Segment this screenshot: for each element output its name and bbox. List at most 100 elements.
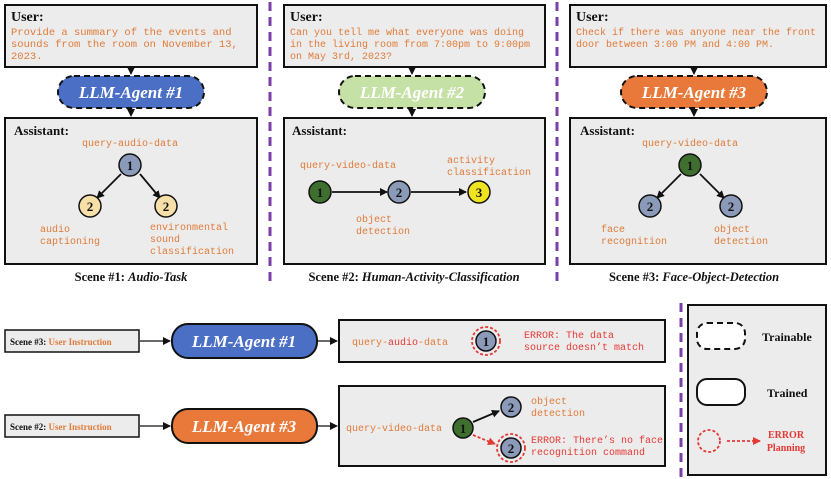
node-2-1-num: 1	[317, 185, 324, 200]
node-bottom-2-root	[452, 417, 474, 439]
agent-pill-bottom-2	[171, 408, 318, 444]
node-child-1a	[78, 194, 102, 218]
agent-label-bottom-1: LLM-Agent #1	[191, 332, 296, 351]
user-label-1: User:	[11, 10, 44, 25]
assistant-label-3: Assistant:	[580, 123, 635, 138]
node-child-3a	[638, 194, 662, 218]
user-text-1b: sounds from the room on November 13,	[11, 39, 238, 51]
user-box-3	[569, 4, 827, 68]
user-text-3a: Check if there was anyone near the front	[576, 27, 816, 39]
instruction-text-2: Scene #2: User Instruction	[10, 422, 112, 432]
child-1b-label-a: environmental	[150, 222, 228, 234]
scene-1: User: Provide a summary of the events an…	[4, 4, 258, 284]
node-child-1b	[154, 194, 178, 218]
edge-3-left	[656, 173, 682, 199]
node-2-3-label-a: activity	[447, 155, 495, 167]
edge-bottom-ok	[472, 410, 500, 423]
scene-caption-1: Scene #1: Audio-Task	[75, 270, 188, 284]
legend-error-label-a: ERROR	[768, 430, 805, 441]
node-2-1	[308, 180, 332, 204]
assistant-box-3	[569, 117, 827, 265]
node-child-1a-num: 2	[87, 199, 94, 214]
child-1a-label-a: audio	[40, 224, 70, 236]
error-ring-1	[471, 326, 501, 356]
query-label-bottom-1: query-audio-data	[352, 337, 448, 349]
user-text-2c: on May 3rd, 2023?	[290, 51, 392, 63]
node-2-2-num: 2	[396, 185, 403, 200]
ok-label-b: detection	[531, 408, 585, 420]
child-3b-label-b: detection	[714, 236, 768, 248]
agent-label-bottom-2: LLM-Agent #3	[191, 417, 297, 436]
node-2-2-label-a: object	[356, 214, 392, 226]
user-text-3b: door between 3:00 PM and 4:00 PM.	[576, 39, 774, 51]
agent-label-1: LLM-Agent #1	[78, 83, 183, 102]
user-text-2b: in the living room from 7:00pm to 9:00pm	[290, 39, 530, 51]
scene-2: User: Can you tell me what everyone was …	[283, 4, 546, 284]
error-ring-2	[496, 433, 526, 463]
agent-label-2: LLM-Agent #2	[359, 83, 465, 102]
root-label-3: query-video-data	[642, 138, 738, 150]
user-label-3: User:	[576, 10, 609, 25]
node-2-2	[387, 180, 411, 204]
node-child-3b	[719, 194, 743, 218]
assistant-box-1	[4, 117, 258, 265]
legend-trainable-label: Trainable	[762, 330, 812, 344]
legend: Trainable Trained ERROR Planning	[687, 304, 827, 476]
ok-label-a: object	[531, 396, 567, 408]
agent-pill-bottom-1	[171, 323, 318, 359]
node-root-3	[678, 153, 702, 177]
child-3a-label-b: recognition	[601, 236, 667, 248]
error-text-2b: recognition command	[531, 447, 645, 459]
edge-bottom-err	[472, 434, 496, 446]
legend-error-ring	[697, 429, 721, 453]
legend-trained-label: Trained	[767, 386, 808, 400]
node-child-3b-num: 2	[728, 199, 735, 214]
user-box-2	[283, 4, 546, 68]
node-bottom-2-err-num: 2	[508, 441, 515, 456]
user-text-1a: Provide a summary of the events and	[11, 27, 232, 39]
error-text-1b: source doesn’t match	[524, 342, 644, 354]
child-1a-label-b: captioning	[40, 236, 100, 248]
node-child-3a-num: 2	[647, 199, 654, 214]
instruction-box-2	[4, 414, 140, 438]
scene-3: User: Check if there was anyone near the…	[569, 4, 827, 284]
user-text-1c: 2023.	[11, 51, 43, 63]
error-row-2: Scene #2: User Instruction LLM-Agent #3 …	[4, 385, 666, 467]
child-1b-label-c: classification	[150, 246, 234, 258]
result-box-1	[338, 319, 666, 363]
user-label-2: User:	[290, 10, 323, 25]
child-1b-label-b: sound	[150, 234, 180, 246]
node-bottom-2-ok-num: 2	[508, 400, 515, 415]
node-2-1-label: query-video-data	[300, 160, 396, 172]
child-3a-label-a: face	[601, 224, 625, 236]
user-text-2a: Can you tell me what everyone was doing	[290, 27, 524, 39]
node-bottom-1-num: 1	[483, 334, 490, 349]
assistant-label-2: Assistant:	[292, 123, 347, 138]
node-2-2-label-b: detection	[356, 226, 410, 238]
scene-caption-3: Scene #3: Face-Object-Detection	[609, 270, 779, 284]
edge-1-left	[96, 173, 122, 199]
node-child-1b-num: 2	[163, 199, 170, 214]
node-2-3-label-b: classification	[447, 167, 531, 179]
query-label-bottom-2: query-video-data	[346, 423, 442, 435]
node-bottom-2-root-num: 1	[460, 421, 467, 436]
node-bottom-1	[475, 330, 497, 352]
root-label-1: query-audio-data	[82, 138, 178, 150]
child-3b-label-a: object	[714, 224, 750, 236]
node-bottom-2-ok	[500, 396, 522, 418]
legend-error-label-b: Planning	[767, 443, 805, 454]
error-text-2a: ERROR: There’s no face	[531, 435, 663, 447]
node-bottom-2-err	[500, 437, 522, 459]
node-2-3	[467, 180, 491, 204]
agent-label-3: LLM-Agent #3	[641, 83, 747, 102]
node-root-3-num: 1	[687, 158, 694, 173]
legend-trainable-swatch	[696, 322, 746, 350]
edge-1-right	[139, 173, 161, 199]
instruction-box-1	[4, 329, 140, 353]
legend-trained-swatch	[696, 378, 746, 406]
scene-caption-2: Scene #2: Human-Activity-Classification	[308, 270, 519, 284]
node-2-3-num: 3	[476, 185, 483, 200]
instruction-text-1: Scene #3: User Instruction	[10, 337, 112, 347]
node-root-1	[118, 153, 142, 177]
